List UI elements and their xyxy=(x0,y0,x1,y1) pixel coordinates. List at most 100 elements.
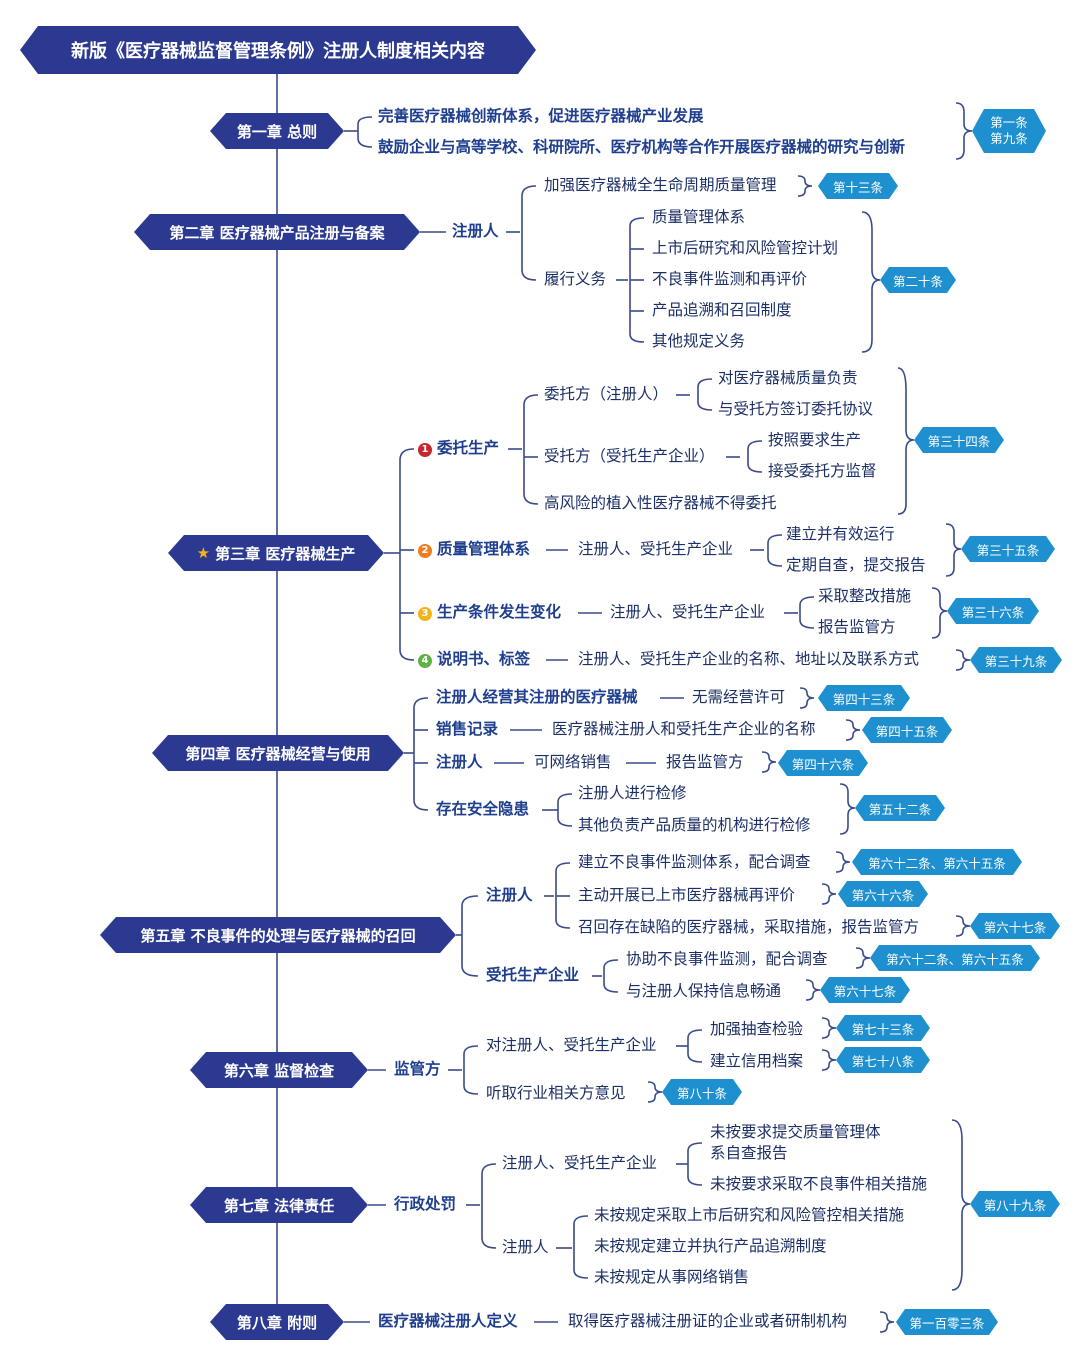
diagram-title: 新版《医疗器械监督管理条例》注册人制度相关内容 xyxy=(20,26,536,74)
ch6-b1-tag-2: 第七十八条 xyxy=(836,1047,930,1073)
ch2-duty-4: 产品追溯和召回制度 xyxy=(652,301,792,319)
ch3-s3-text: 生产条件发生变化 xyxy=(437,603,562,621)
ch3-s1-entrustor-item-1: 对医疗器械质量负责 xyxy=(718,369,858,387)
chapter-3-node: ★第三章 医疗器械生产 xyxy=(168,535,384,571)
chapter-5-node: 第五章 不良事件的处理与医疗器械的召回 xyxy=(100,917,456,953)
ch3-s1-text: 委托生产 xyxy=(437,439,500,457)
ch2-lifecycle-item: 加强医疗器械全生命周期质量管理 xyxy=(544,176,777,194)
ch4-r4-item-1: 注册人进行检修 xyxy=(578,784,687,802)
ch8-definition-node: 医疗器械注册人定义 xyxy=(378,1312,518,1330)
ch8-tag: 第一百零三条 xyxy=(896,1309,998,1335)
ch7-penalty-node: 行政处罚 xyxy=(394,1195,457,1213)
ch3-s4-label: 4 说明书、标签 xyxy=(418,650,531,668)
ch3-s2-mid: 注册人、受托生产企业 xyxy=(578,540,734,558)
chapter-4-node: 第四章 医疗器械经营与使用 xyxy=(152,735,404,771)
ch5-g1-item-1: 建立不良事件监测体系，配合调查 xyxy=(578,853,811,871)
star-icon: ★ xyxy=(196,544,211,562)
ch2-duty-3: 不良事件监测和再评价 xyxy=(652,270,808,288)
ch4-r1-value: 无需经营许可 xyxy=(692,688,786,706)
ch6-b1-item-1: 加强抽查检验 xyxy=(710,1020,804,1038)
ch2-lifecycle-tag: 第十三条 xyxy=(818,173,898,199)
ch5-g2-tag-2: 第六十七条 xyxy=(820,977,910,1003)
ch5-g2-item-2: 与注册人保持信息畅通 xyxy=(626,982,782,1000)
ch3-s1-entrustee: 受托方（受托生产企业） xyxy=(544,447,715,465)
ch1-tag-line-1: 第一条 xyxy=(990,115,1028,131)
ch5-g1-item-3: 召回存在缺陷的医疗器械，采取措施，报告监管方 xyxy=(578,918,920,936)
ch4-r2-value: 医疗器械注册人和受托生产企业的名称 xyxy=(552,720,816,738)
ch3-s1-entrustor-item-2: 与受托方签订委托协议 xyxy=(718,400,874,418)
ch4-r2-tag: 第四十五条 xyxy=(862,717,952,743)
ch7-c2: 注册人 xyxy=(502,1238,549,1256)
ch2-duties-node: 履行义务 xyxy=(544,270,607,288)
ch8-definition-value: 取得医疗器械注册证的企业或者研制机构 xyxy=(568,1312,848,1330)
ch2-duty-1: 质量管理体系 xyxy=(652,208,746,226)
ch7-c2-item-2: 未按规定建立并执行产品追溯制度 xyxy=(594,1237,827,1255)
ch2-registrant-node: 注册人 xyxy=(452,222,499,240)
ch3-s1-entrustee-item-1: 按照要求生产 xyxy=(768,431,862,449)
ch1-item-2: 鼓励企业与高等学校、科研院所、医疗机构等合作开展医疗器械的研究与创新 xyxy=(378,138,906,156)
number-1-icon: 1 xyxy=(418,443,432,457)
chapter-8-node: 第八章 附则 xyxy=(210,1304,344,1340)
ch6-b1-item-2: 建立信用档案 xyxy=(710,1052,804,1070)
number-2-icon: 2 xyxy=(418,544,432,558)
ch3-s1-high-risk: 高风险的植入性医疗器械不得委托 xyxy=(544,494,777,512)
chapter-6-node: 第六章 监督检查 xyxy=(190,1052,368,1088)
ch7-c1-item-2: 未按要求采取不良事件相关措施 xyxy=(710,1175,928,1193)
ch7-c1: 注册人、受托生产企业 xyxy=(502,1154,658,1172)
number-3-icon: 3 xyxy=(418,607,432,621)
ch3-s1-tag: 第三十四条 xyxy=(914,427,1004,453)
ch3-s2-text: 质量管理体系 xyxy=(437,540,531,558)
ch7-c2-item-1: 未按规定采取上市后研究和风险管控相关措施 xyxy=(594,1206,905,1224)
ch3-s1-entrustee-item-2: 接受委托方监督 xyxy=(768,462,877,480)
ch5-g1-tag-3: 第六十七条 xyxy=(970,913,1060,939)
ch6-regulator-node: 监管方 xyxy=(394,1060,441,1078)
ch4-r3-value-2: 报告监管方 xyxy=(666,753,744,771)
ch6-b1: 对注册人、受托生产企业 xyxy=(486,1036,657,1054)
number-4-icon: 4 xyxy=(418,654,432,668)
ch5-g1-item-2: 主动开展已上市医疗器械再评价 xyxy=(578,886,796,904)
ch3-s2-item-1: 建立并有效运行 xyxy=(786,525,895,543)
ch7-c1-item-1a: 未按要求提交质量管理体 xyxy=(710,1123,881,1141)
ch5-g1-tag-2: 第六十六条 xyxy=(838,881,928,907)
ch3-s3-label: 3 生产条件发生变化 xyxy=(418,603,562,621)
chapter-2-node: 第二章 医疗器械产品注册与备案 xyxy=(134,214,420,250)
ch5-g2-label: 受托生产企业 xyxy=(486,966,580,984)
ch5-g2-item-1: 协助不良事件监测，配合调查 xyxy=(626,950,828,968)
ch3-s3-item-2: 报告监管方 xyxy=(818,618,896,636)
ch4-r3-value-1: 可网络销售 xyxy=(534,753,612,771)
ch3-s4-text: 说明书、标签 xyxy=(437,650,531,668)
ch2-duty-2: 上市后研究和风险管控计划 xyxy=(652,239,839,257)
ch4-r1-tag: 第四十三条 xyxy=(818,685,910,711)
ch4-r4-tag: 第五十二条 xyxy=(855,795,945,821)
ch6-b2-tag: 第八十条 xyxy=(662,1079,742,1105)
ch4-r3-label: 注册人 xyxy=(436,753,483,771)
ch4-r3-tag: 第四十六条 xyxy=(778,750,868,776)
ch6-b1-tag-1: 第七十三条 xyxy=(836,1015,930,1041)
ch6-b2: 听取行业相关方意见 xyxy=(486,1084,626,1102)
ch7-c1-item-1b: 系自查报告 xyxy=(710,1144,788,1162)
ch1-tag-line-2: 第九条 xyxy=(990,131,1028,146)
ch7-c2-item-3: 未按规定从事网络销售 xyxy=(594,1268,750,1286)
ch4-r4-item-2: 其他负责产品质量的机构进行检修 xyxy=(578,816,811,834)
ch4-r1-label: 注册人经营其注册的医疗器械 xyxy=(436,688,638,706)
ch3-s2-label: 2 质量管理体系 xyxy=(418,540,531,558)
chapter-1-node: 第一章 总则 xyxy=(210,113,344,149)
ch3-s2-tag: 第三十五条 xyxy=(961,536,1055,562)
ch2-duty-5: 其他规定义务 xyxy=(652,332,746,350)
ch2-duties-tag: 第二十条 xyxy=(880,267,956,293)
chapter-7-node: 第七章 法律责任 xyxy=(190,1187,368,1223)
ch4-r4-label: 存在安全隐患 xyxy=(436,800,530,818)
ch1-item-1: 完善医疗器械创新体系，促进医疗器械产业发展 xyxy=(378,107,704,125)
chapter-3-label: 第三章 医疗器械生产 xyxy=(215,544,356,563)
ch4-r2-label: 销售记录 xyxy=(436,720,499,738)
ch3-s3-item-1: 采取整改措施 xyxy=(818,587,912,605)
ch3-s3-tag: 第三十六条 xyxy=(947,598,1039,624)
ch5-g1-label: 注册人 xyxy=(486,886,533,904)
ch3-s3-mid: 注册人、受托生产企业 xyxy=(610,603,766,621)
ch1-article-tag: 第一条 第九条 xyxy=(972,109,1046,153)
ch5-g1-tag-1: 第六十二条、第六十五条 xyxy=(852,849,1022,875)
ch3-s1-label: 1 委托生产 xyxy=(418,439,500,457)
ch3-s1-entrustor: 委托方（注册人） xyxy=(544,385,669,403)
ch3-s4-tag: 第三十九条 xyxy=(970,647,1062,673)
ch5-g2-tag-1: 第六十二条、第六十五条 xyxy=(870,945,1040,971)
